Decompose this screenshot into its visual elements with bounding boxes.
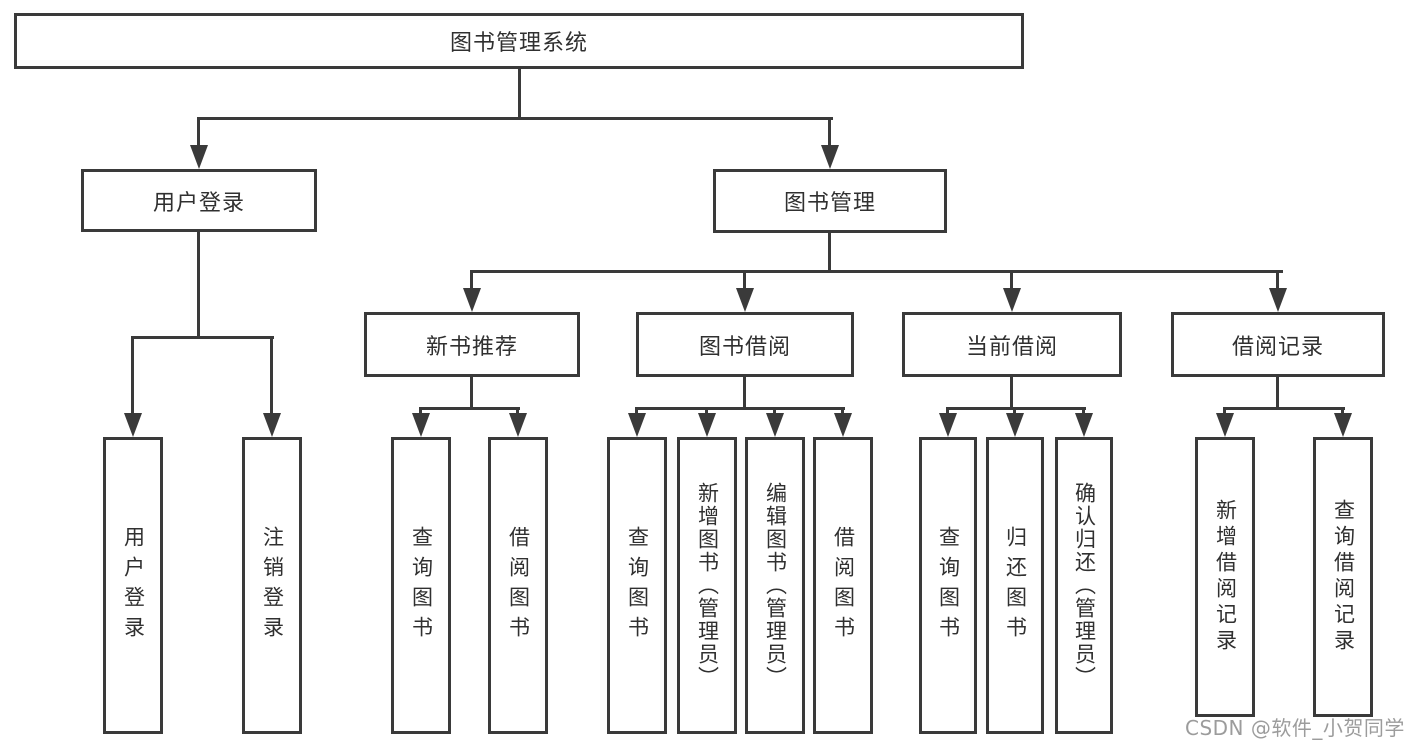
leaf-query-books-recommend-label: 查询图书 [409,525,434,646]
node-current-borrow: 当前借阅 [902,312,1122,377]
connector-line [419,407,520,410]
arrowhead-down-icon [834,413,852,437]
connector-line [635,407,845,410]
leaf-add-borrow-record-label: 新增借阅记录 [1213,499,1238,655]
connector-line [197,117,200,149]
node-borrow-record: 借阅记录 [1171,312,1385,377]
arrowhead-down-icon [698,413,716,437]
arrowhead-down-icon [821,145,839,169]
arrowhead-down-icon [263,413,281,437]
node-new-book-recommend: 新书推荐 [364,312,580,377]
node-user-login-label: 用户登录 [152,190,245,216]
leaf-add-borrow-record: 新增借阅记录 [1195,437,1255,717]
arrowhead-down-icon [1006,413,1024,437]
connector-line [470,377,473,410]
arrowhead-down-icon [1334,413,1352,437]
leaf-edit-books-admin: 编辑图书（管理员） [745,437,805,734]
leaf-confirm-return-admin: 确认归还（管理员） [1055,437,1113,734]
connector-line [131,336,274,339]
leaf-logout-label: 注销登录 [260,525,285,646]
connector-line [1276,377,1279,410]
leaf-edit-books-admin-label: 编辑图书（管理员） [763,482,788,689]
connector-line [828,117,831,149]
arrowhead-down-icon [1269,288,1287,312]
connector-line [197,232,200,339]
leaf-borrow-books-label: 借阅图书 [831,525,856,646]
arrowhead-down-icon [1003,288,1021,312]
connector-line [197,117,833,120]
csdn-watermark: CSDN @软件_小贺同学 [1185,716,1405,740]
leaf-add-books-admin: 新增图书（管理员） [677,437,737,734]
arrowhead-down-icon [628,413,646,437]
leaf-borrow-books-recommend: 借阅图书 [488,437,548,734]
leaf-query-borrow-record-label: 查询借阅记录 [1331,499,1356,655]
leaf-query-borrow-record: 查询借阅记录 [1313,437,1373,717]
arrowhead-down-icon [1216,413,1234,437]
leaf-logout: 注销登录 [242,437,302,734]
connector-line [1276,270,1279,292]
connector-line [828,233,831,273]
leaf-add-books-admin-label: 新增图书（管理员） [695,482,720,689]
connector-line [946,407,1086,410]
leaf-query-books-current: 查询图书 [919,437,977,734]
connector-line [270,336,273,416]
arrowhead-down-icon [463,288,481,312]
connector-line [470,270,473,292]
connector-line [518,69,521,120]
connector-line [1010,270,1013,292]
root-node: 图书管理系统 [14,13,1024,69]
leaf-borrow-books: 借阅图书 [813,437,873,734]
leaf-query-books-recommend: 查询图书 [391,437,451,734]
connector-line [743,270,746,292]
connector-line [131,336,134,416]
node-borrow-record-label: 借阅记录 [1231,334,1324,360]
node-new-book-recommend-label: 新书推荐 [425,334,518,360]
leaf-return-books: 归还图书 [986,437,1044,734]
node-user-login: 用户登录 [81,169,317,232]
node-current-borrow-label: 当前借阅 [965,334,1058,360]
leaf-return-books-label: 归还图书 [1003,525,1028,646]
arrowhead-down-icon [190,145,208,169]
leaf-confirm-return-admin-label: 确认归还（管理员） [1072,482,1097,689]
arrowhead-down-icon [124,413,142,437]
connector-line [1223,407,1345,410]
leaf-user-login-label: 用户登录 [121,525,146,646]
node-book-management: 图书管理 [713,169,947,233]
connector-line [470,270,1283,273]
node-book-borrow-label: 图书借阅 [698,334,791,360]
leaf-query-books-borrow: 查询图书 [607,437,667,734]
node-book-management-label: 图书管理 [783,191,876,216]
leaf-query-books-current-label: 查询图书 [936,525,961,646]
leaf-query-books-borrow-label: 查询图书 [625,525,650,646]
arrowhead-down-icon [736,288,754,312]
connector-line [743,377,746,410]
root-node-label: 图书管理系统 [449,31,588,56]
arrowhead-down-icon [939,413,957,437]
leaf-borrow-books-recommend-label: 借阅图书 [506,525,531,646]
leaf-user-login: 用户登录 [103,437,163,734]
arrowhead-down-icon [1075,413,1093,437]
arrowhead-down-icon [412,413,430,437]
arrowhead-down-icon [766,413,784,437]
node-book-borrow: 图书借阅 [636,312,854,377]
connector-line [1010,377,1013,410]
arrowhead-down-icon [509,413,527,437]
